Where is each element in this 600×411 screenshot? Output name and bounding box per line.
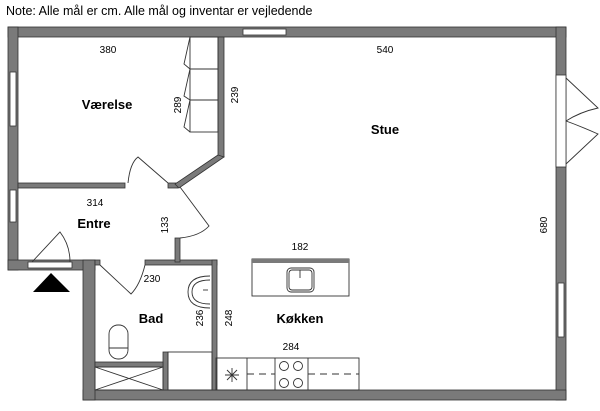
dim-stue-depth: 680	[539, 216, 550, 233]
room-label-entre: Entre	[77, 216, 110, 231]
dim-entre-width: 314	[87, 198, 104, 209]
bath-cabinet	[167, 351, 213, 391]
dim-wardrobe: 289	[173, 96, 184, 113]
dim-stue-width: 540	[377, 45, 394, 56]
entrance-arrow-icon	[33, 273, 70, 292]
bath-fixtures	[94, 275, 213, 391]
kitchen-island	[251, 258, 350, 297]
toilet	[108, 324, 129, 360]
window-left-1	[9, 71, 17, 127]
window-top	[242, 28, 287, 36]
wardrobe	[183, 36, 219, 133]
dim-vaerelse-depth: 239	[230, 86, 241, 103]
room-label-stue: Stue	[371, 122, 399, 137]
entrance-door-frame	[27, 261, 73, 269]
balcony-door-swing	[565, 77, 599, 165]
dim-island: 182	[292, 242, 309, 253]
island-sink	[286, 267, 315, 293]
window-right	[557, 282, 565, 338]
kitchen	[215, 258, 360, 391]
bath-sink	[187, 275, 211, 309]
dim-kitchen-depth: 248	[224, 309, 235, 326]
kitchen-sink-icon	[225, 368, 239, 382]
dim-vaerelse-width: 380	[100, 45, 117, 56]
room-label-vaerelse: Værelse	[82, 97, 133, 112]
entrance-door-swing	[31, 231, 71, 263]
bad-door-swing	[99, 264, 146, 295]
dim-kitchen-counter: 284	[283, 342, 300, 353]
vaerelse-door-swing	[127, 156, 169, 184]
room-label-bad: Bad	[139, 311, 164, 326]
dim-bad-depth: 236	[195, 309, 206, 326]
doors	[31, 77, 599, 295]
windows	[9, 28, 567, 338]
window-left-2	[9, 189, 17, 223]
balcony-door-frame	[555, 74, 567, 168]
dim-bad-width: 230	[144, 274, 161, 285]
room-label-kokken: Køkken	[277, 311, 324, 326]
shower	[94, 366, 164, 391]
dim-entre-depth: 133	[160, 216, 171, 233]
entre-door-swing	[179, 186, 210, 239]
plan-note: Note: Alle mål er cm. Alle mål og invent…	[6, 4, 313, 18]
stove-icon	[279, 361, 303, 388]
